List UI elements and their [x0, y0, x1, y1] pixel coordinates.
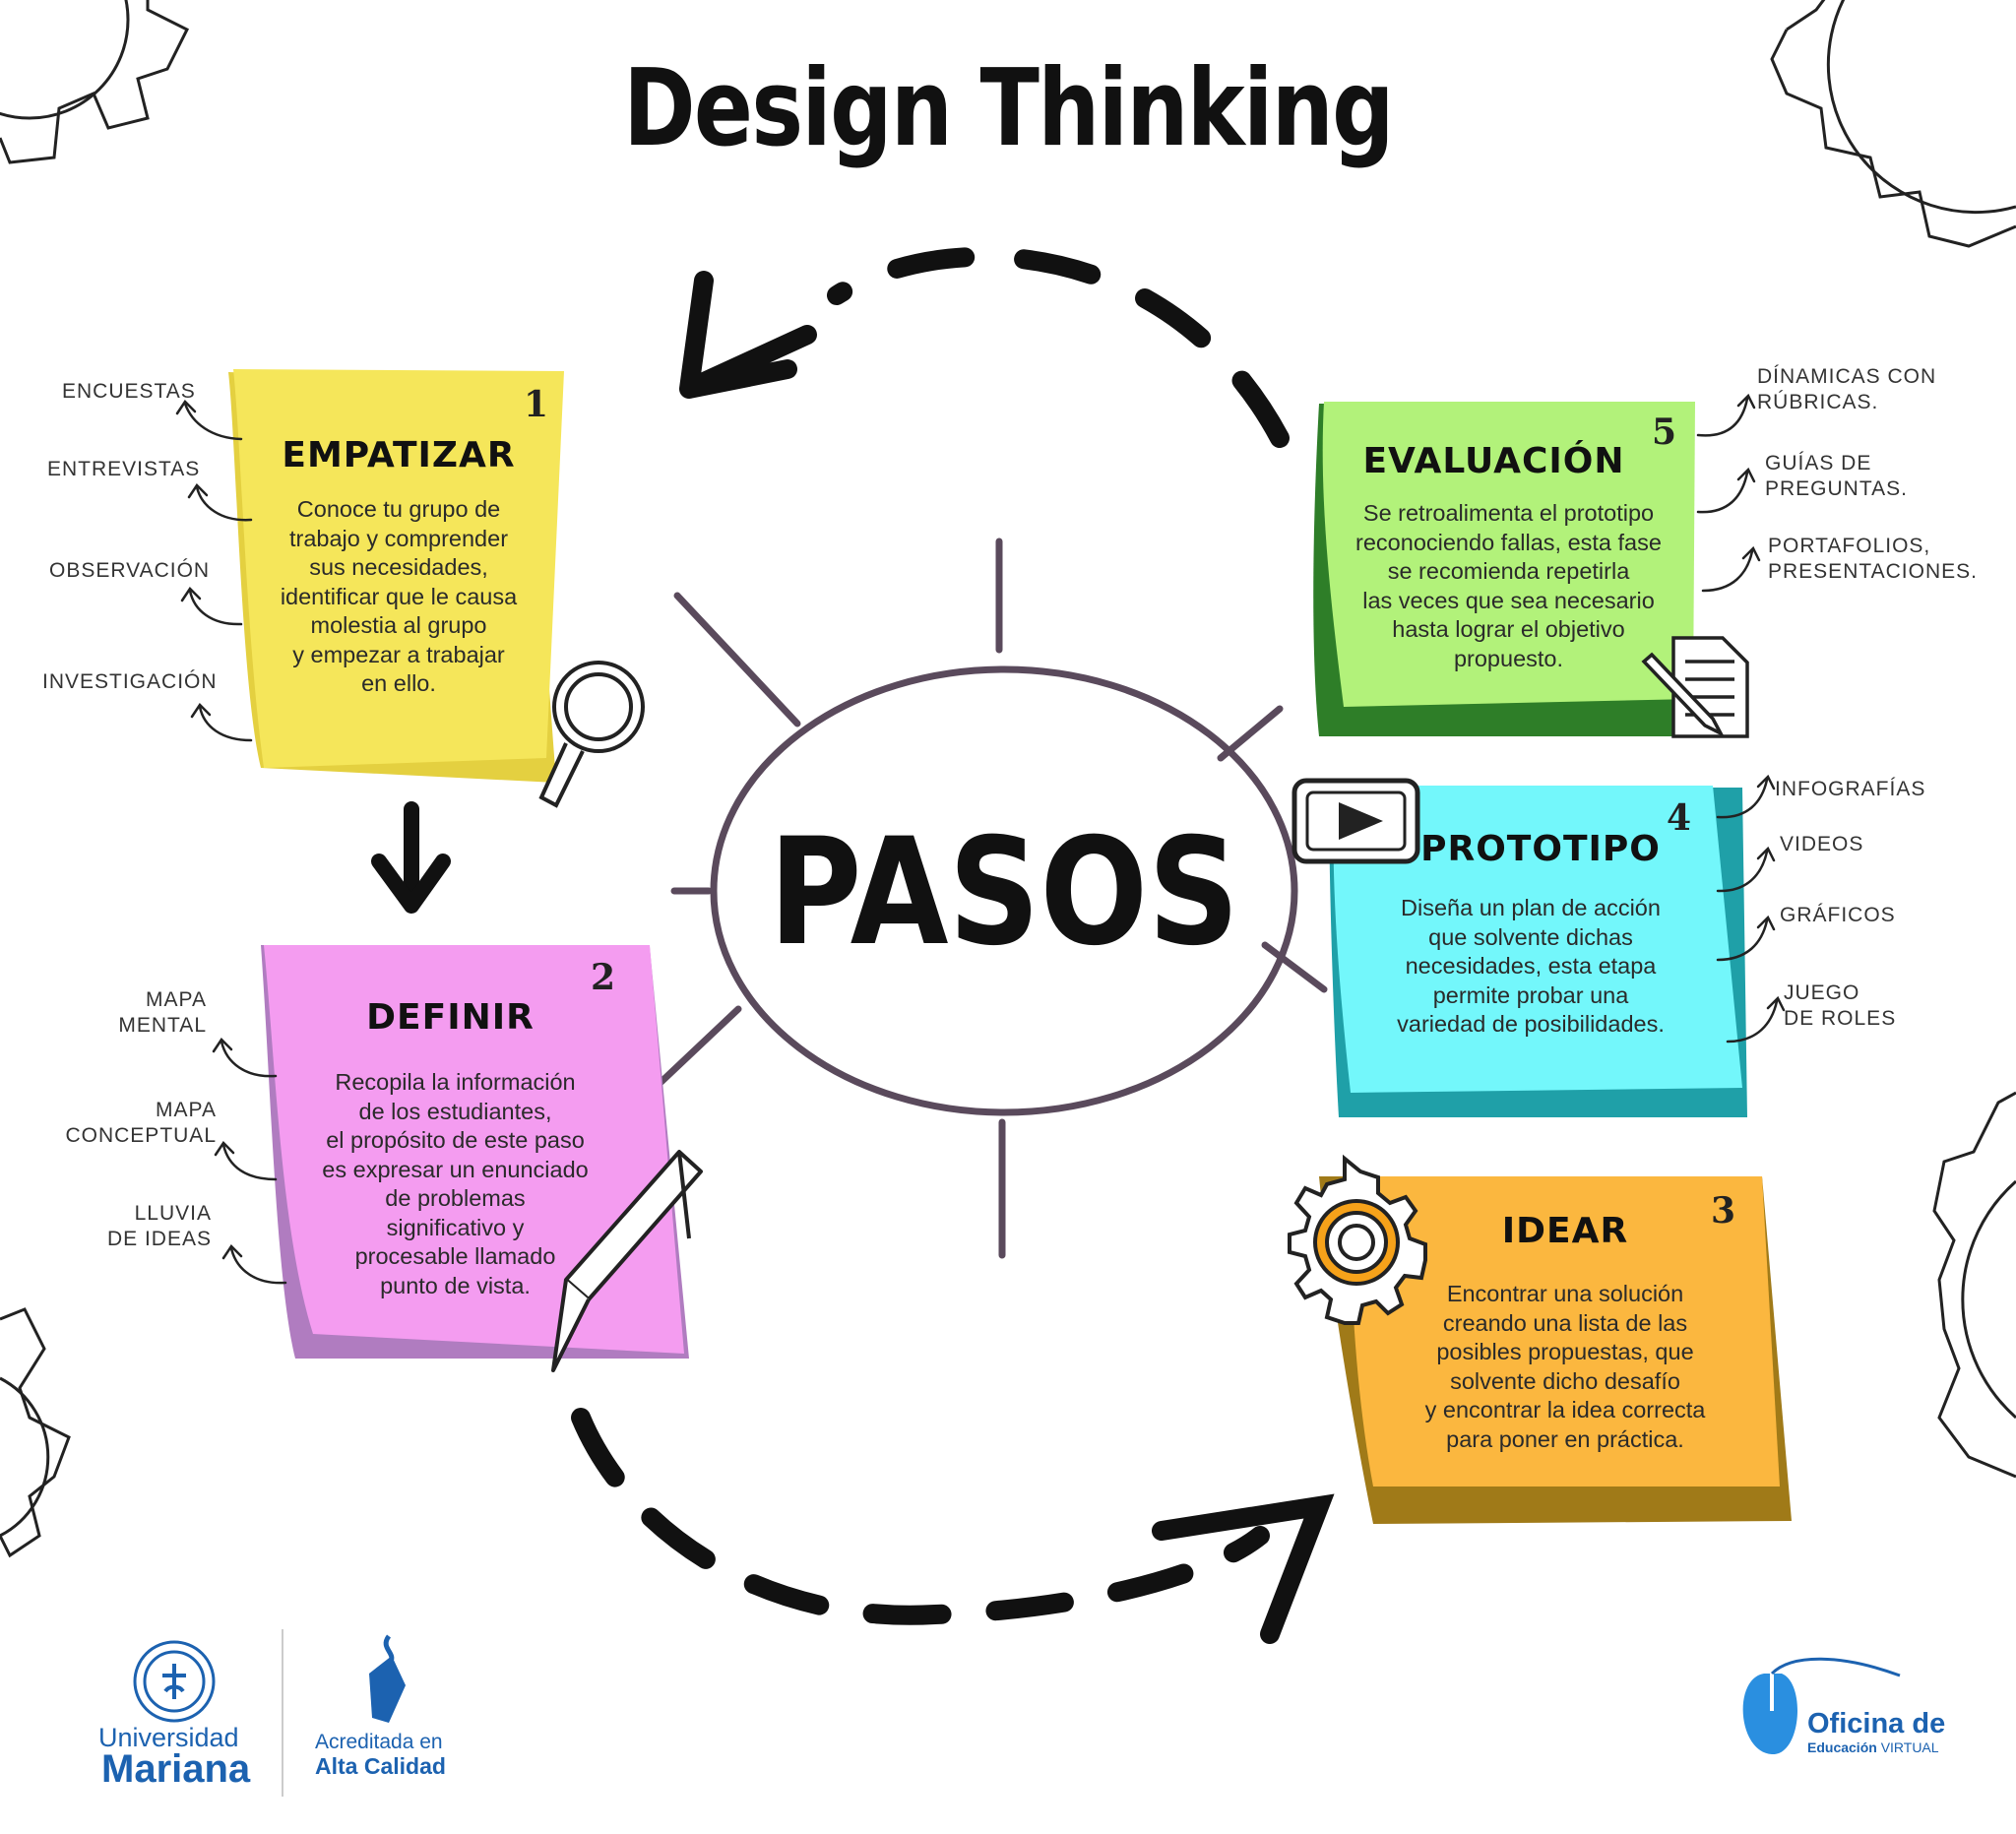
page-title: Design Thinking [623, 47, 1395, 170]
card-face-definir [264, 945, 684, 1354]
side-label: VIDEOS [1780, 833, 1864, 855]
step-description: Recopila la información de los estudiant… [322, 1069, 589, 1298]
down-arrow-icon [371, 801, 451, 914]
step-number: 1 [524, 384, 549, 425]
office-subtitle: Educación VIRTUAL [1807, 1739, 1939, 1755]
step-card-idear: 3 IDEAR Encontrar una solución creando u… [1368, 1186, 1762, 1482]
cycle-arrow-top [679, 246, 1290, 448]
side-label: INFOGRAFÍAS [1775, 778, 1926, 800]
video-play-icon [1292, 778, 1420, 864]
step-number: 3 [1711, 1190, 1736, 1232]
connector-arrows-left [175, 400, 287, 1285]
step-heading: EMPATIZAR [282, 435, 516, 475]
center-ellipse [646, 538, 1328, 1259]
office-subtitle-part1: Educación [1807, 1739, 1877, 1755]
step-heading: IDEAR [1501, 1211, 1629, 1251]
step-description: Encontrar una solución creando una lista… [1424, 1281, 1706, 1452]
pencil-icon [551, 1150, 703, 1372]
step-card-prototipo: 4 PROTOTIPO Diseña un plan de acción que… [1349, 797, 1713, 1088]
accreditation-text-bold: Alta Calidad [315, 1753, 446, 1779]
office-name: Oficina de [1807, 1708, 1946, 1739]
gear-decoration-top-left-icon [0, 0, 190, 164]
step-number: 4 [1667, 797, 1692, 839]
step-description: Se retroalimenta el prototipo reconocien… [1355, 500, 1662, 671]
step-card-evaluacion: 5 EVALUACIÓN Se retroalimenta el prototi… [1324, 409, 1693, 704]
side-label: MAPA CONCEPTUAL [65, 1099, 217, 1147]
card-face-prototipo [1333, 786, 1742, 1093]
university-name: Universidad [98, 1723, 239, 1752]
step-number: 2 [591, 957, 616, 998]
side-label: ENTREVISTAS [47, 458, 201, 480]
step-card-definir: 2 DEFINIR Recopila la información de los… [276, 955, 635, 1329]
card-face-empatizar [233, 369, 564, 768]
card-face-idear [1350, 1176, 1780, 1486]
magnifier-icon [538, 661, 645, 808]
step-card-empatizar: 1 EMPATIZAR Conoce tu grupo de trabajo y… [251, 379, 549, 753]
university-name-bold: Mariana [101, 1747, 251, 1791]
step-description: Conoce tu grupo de trabajo y comprender … [280, 496, 518, 696]
side-label: ENCUESTAS [62, 380, 196, 403]
step-heading: PROTOTIPO [1420, 829, 1661, 869]
step-description: Diseña un plan de acción que solvente di… [1397, 895, 1665, 1037]
gear-decoration-right-icon [1932, 1091, 2016, 1479]
virtual-office-mouse-logo [1742, 1657, 1901, 1755]
step-heading: EVALUACIÓN [1362, 441, 1625, 481]
side-label: INVESTIGACIÓN [42, 670, 218, 693]
office-subtitle-part2: VIRTUAL [1880, 1739, 1939, 1755]
side-label: JUEGO DE ROLES [1784, 981, 1897, 1030]
gear-icon [1288, 1154, 1427, 1325]
side-label: MAPA MENTAL [118, 988, 207, 1037]
gear-decoration-top-right-icon [1770, 0, 2016, 248]
document-icon [1641, 636, 1749, 738]
card-face-evaluacion [1322, 402, 1695, 707]
step-heading: DEFINIR [366, 997, 535, 1038]
side-label: OBSERVACIÓN [49, 559, 211, 582]
side-label: LLUVIA DE IDEAS [106, 1202, 212, 1250]
accreditation-text: Acreditada en [315, 1731, 443, 1753]
accreditation-emblem-logo [369, 1634, 406, 1723]
university-seal-logo [133, 1640, 216, 1723]
center-label: PASOS [768, 807, 1240, 979]
cycle-arrow-bottom [571, 1408, 1335, 1644]
side-label: GUÍAS DE PREGUNTAS. [1765, 452, 1908, 500]
side-label: PORTAFOLIOS, PRESENTACIONES. [1768, 535, 1978, 583]
step-number: 5 [1652, 411, 1677, 453]
gear-decoration-bottom-left-icon [0, 1307, 71, 1558]
side-label: DÍNAMICAS CON RÚBRICAS. [1757, 365, 1937, 413]
side-label: GRÁFICOS [1780, 904, 1896, 926]
connector-arrows-right [1696, 393, 1786, 1043]
